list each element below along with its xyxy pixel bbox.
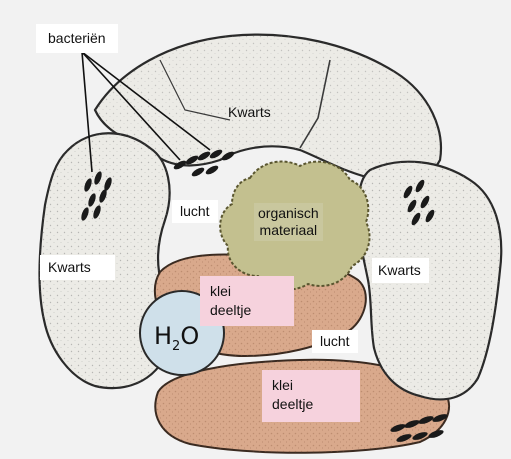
label-water: H2O xyxy=(154,322,199,354)
label-clay-top-line2: deeltje xyxy=(210,301,284,320)
label-organic-line2: materiaal xyxy=(258,222,319,239)
label-clay-bottom-line2: deeltje xyxy=(272,395,350,414)
label-air-top: lucht xyxy=(172,200,218,223)
label-bacteria: bacteriën xyxy=(36,24,118,53)
water-o: O xyxy=(180,322,199,350)
label-quartz-top: Kwarts xyxy=(228,104,271,121)
label-clay-top-line1: klei xyxy=(210,282,284,301)
label-quartz-right: Kwarts xyxy=(372,258,429,283)
water-h: H xyxy=(154,322,172,350)
label-quartz-left: Kwarts xyxy=(40,255,115,280)
label-clay-bottom: klei deeltje xyxy=(262,370,360,422)
label-organic-line1: organisch xyxy=(258,205,319,222)
label-clay-top: klei deeltje xyxy=(200,276,294,326)
label-clay-bottom-line1: klei xyxy=(272,376,350,395)
label-organic-matter: organisch materiaal xyxy=(254,203,323,241)
label-air-bottom: lucht xyxy=(312,330,358,353)
